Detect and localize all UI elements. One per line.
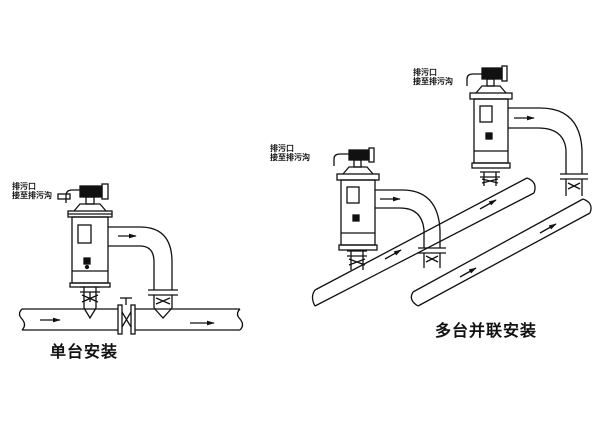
- drain-label-unit-a: 排污口 接至排污沟: [270, 144, 310, 163]
- drain-label-unit-b: 排污口 接至排污沟: [413, 68, 453, 87]
- drain-outlet-text: 排污口: [413, 68, 437, 77]
- parallel-install-group: [311, 65, 592, 307]
- outlet-pipe-single: [108, 226, 178, 319]
- filter-unit-a: [333, 147, 446, 270]
- drain-label-single: 排污口 接至排污沟: [12, 182, 52, 201]
- caption-parallel-install: 多台并联安装: [435, 321, 538, 340]
- filter-body-single: [69, 216, 111, 288]
- drain-ditch-text: 接至排污沟: [12, 190, 52, 200]
- drain-ditch-text: 接至排污沟: [270, 152, 310, 162]
- filter-unit-b: [466, 65, 588, 196]
- main-pipe-outlet: [410, 198, 592, 307]
- single-install-group: [18, 183, 244, 335]
- filter-top-single: [57, 183, 113, 218]
- caption-single-install: 单台安装: [50, 342, 119, 361]
- drain-outlet-text: 排污口: [12, 182, 36, 191]
- drain-ditch-text: 接至排污沟: [413, 76, 453, 86]
- main-pipe-single: [18, 308, 244, 331]
- bypass-valve: [117, 297, 136, 335]
- main-pipe-inlet: [311, 177, 536, 307]
- drain-outlet-text: 排污口: [270, 144, 294, 153]
- inlet-stub: [80, 286, 100, 320]
